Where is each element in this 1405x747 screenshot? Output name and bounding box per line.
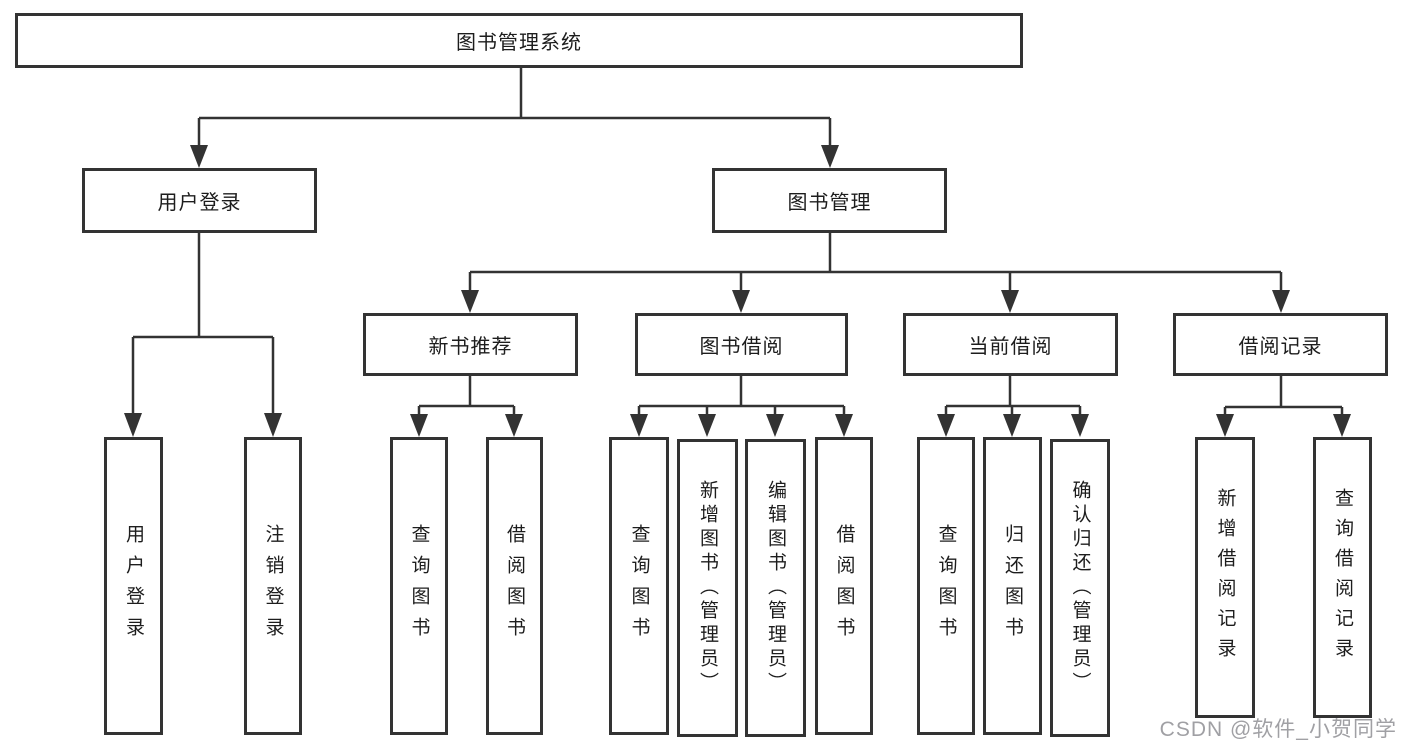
connector-borrowrecords-to-leaves bbox=[1216, 376, 1351, 437]
node-leaf-user-login-label: 用户登录 bbox=[123, 524, 144, 648]
node-leaf-query-books-1: 查询图书 bbox=[390, 437, 448, 735]
node-borrow-records: 借阅记录 bbox=[1173, 313, 1388, 376]
node-leaf-return-books-label: 归还图书 bbox=[1002, 524, 1023, 648]
node-current-borrow-label: 当前借阅 bbox=[968, 336, 1053, 358]
node-leaf-confirm-return-admin: 确认归还（管理员） bbox=[1050, 439, 1110, 737]
connector-newbook-to-leaves bbox=[410, 376, 523, 437]
watermark-text: CSDN @软件_小贺同学 bbox=[1159, 718, 1397, 741]
node-leaf-query-books-3-label: 查询图书 bbox=[935, 524, 957, 648]
node-leaf-add-book-admin-label: 新增图书（管理员） bbox=[697, 480, 718, 696]
node-leaf-return-books: 归还图书 bbox=[983, 437, 1042, 735]
node-book-mgmt-label: 图书管理 bbox=[787, 192, 872, 214]
node-new-book-recommend-label: 新书推荐 bbox=[428, 336, 513, 358]
node-book-borrow-label: 图书借阅 bbox=[699, 336, 784, 358]
node-leaf-add-book-admin: 新增图书（管理员） bbox=[677, 439, 738, 737]
node-new-book-recommend: 新书推荐 bbox=[363, 313, 578, 376]
node-leaf-user-login: 用户登录 bbox=[104, 437, 163, 735]
node-borrow-records-label: 借阅记录 bbox=[1238, 336, 1323, 358]
node-leaf-add-borrow-record: 新增借阅记录 bbox=[1195, 437, 1255, 718]
node-root-label: 图书管理系统 bbox=[456, 32, 582, 54]
connector-bookborrow-to-leaves bbox=[630, 376, 853, 437]
node-leaf-borrow-books-2-label: 借阅图书 bbox=[833, 524, 855, 648]
node-current-borrow: 当前借阅 bbox=[903, 313, 1118, 376]
node-leaf-query-books-2: 查询图书 bbox=[609, 437, 669, 735]
node-user-login-label: 用户登录 bbox=[157, 192, 242, 214]
node-leaf-query-borrow-record-label: 查询借阅记录 bbox=[1332, 487, 1353, 668]
node-leaf-edit-book-admin-label: 编辑图书（管理员） bbox=[765, 480, 786, 696]
node-leaf-logout: 注销登录 bbox=[244, 437, 302, 735]
node-leaf-query-books-3: 查询图书 bbox=[917, 437, 975, 735]
connector-currentborrow-to-leaves bbox=[937, 376, 1089, 437]
node-book-mgmt: 图书管理 bbox=[712, 168, 947, 233]
node-book-borrow: 图书借阅 bbox=[635, 313, 848, 376]
node-user-login: 用户登录 bbox=[82, 168, 317, 233]
connector-userlogin-to-leaves bbox=[124, 233, 282, 437]
node-leaf-query-books-1-label: 查询图书 bbox=[408, 524, 430, 648]
node-leaf-add-borrow-record-label: 新增借阅记录 bbox=[1214, 487, 1236, 668]
node-leaf-confirm-return-admin-label: 确认归还（管理员） bbox=[1069, 480, 1091, 696]
connector-root-to-level2 bbox=[190, 68, 839, 168]
node-leaf-borrow-books-2: 借阅图书 bbox=[815, 437, 873, 735]
node-leaf-logout-label: 注销登录 bbox=[262, 524, 284, 648]
node-leaf-borrow-books-1: 借阅图书 bbox=[486, 437, 543, 735]
node-leaf-query-borrow-record: 查询借阅记录 bbox=[1313, 437, 1372, 718]
node-root: 图书管理系统 bbox=[15, 13, 1023, 68]
node-leaf-borrow-books-1-label: 借阅图书 bbox=[504, 524, 525, 648]
node-leaf-edit-book-admin: 编辑图书（管理员） bbox=[745, 439, 806, 737]
connector-bookmgmt-to-level3 bbox=[461, 233, 1290, 313]
node-leaf-query-books-2-label: 查询图书 bbox=[628, 524, 650, 648]
